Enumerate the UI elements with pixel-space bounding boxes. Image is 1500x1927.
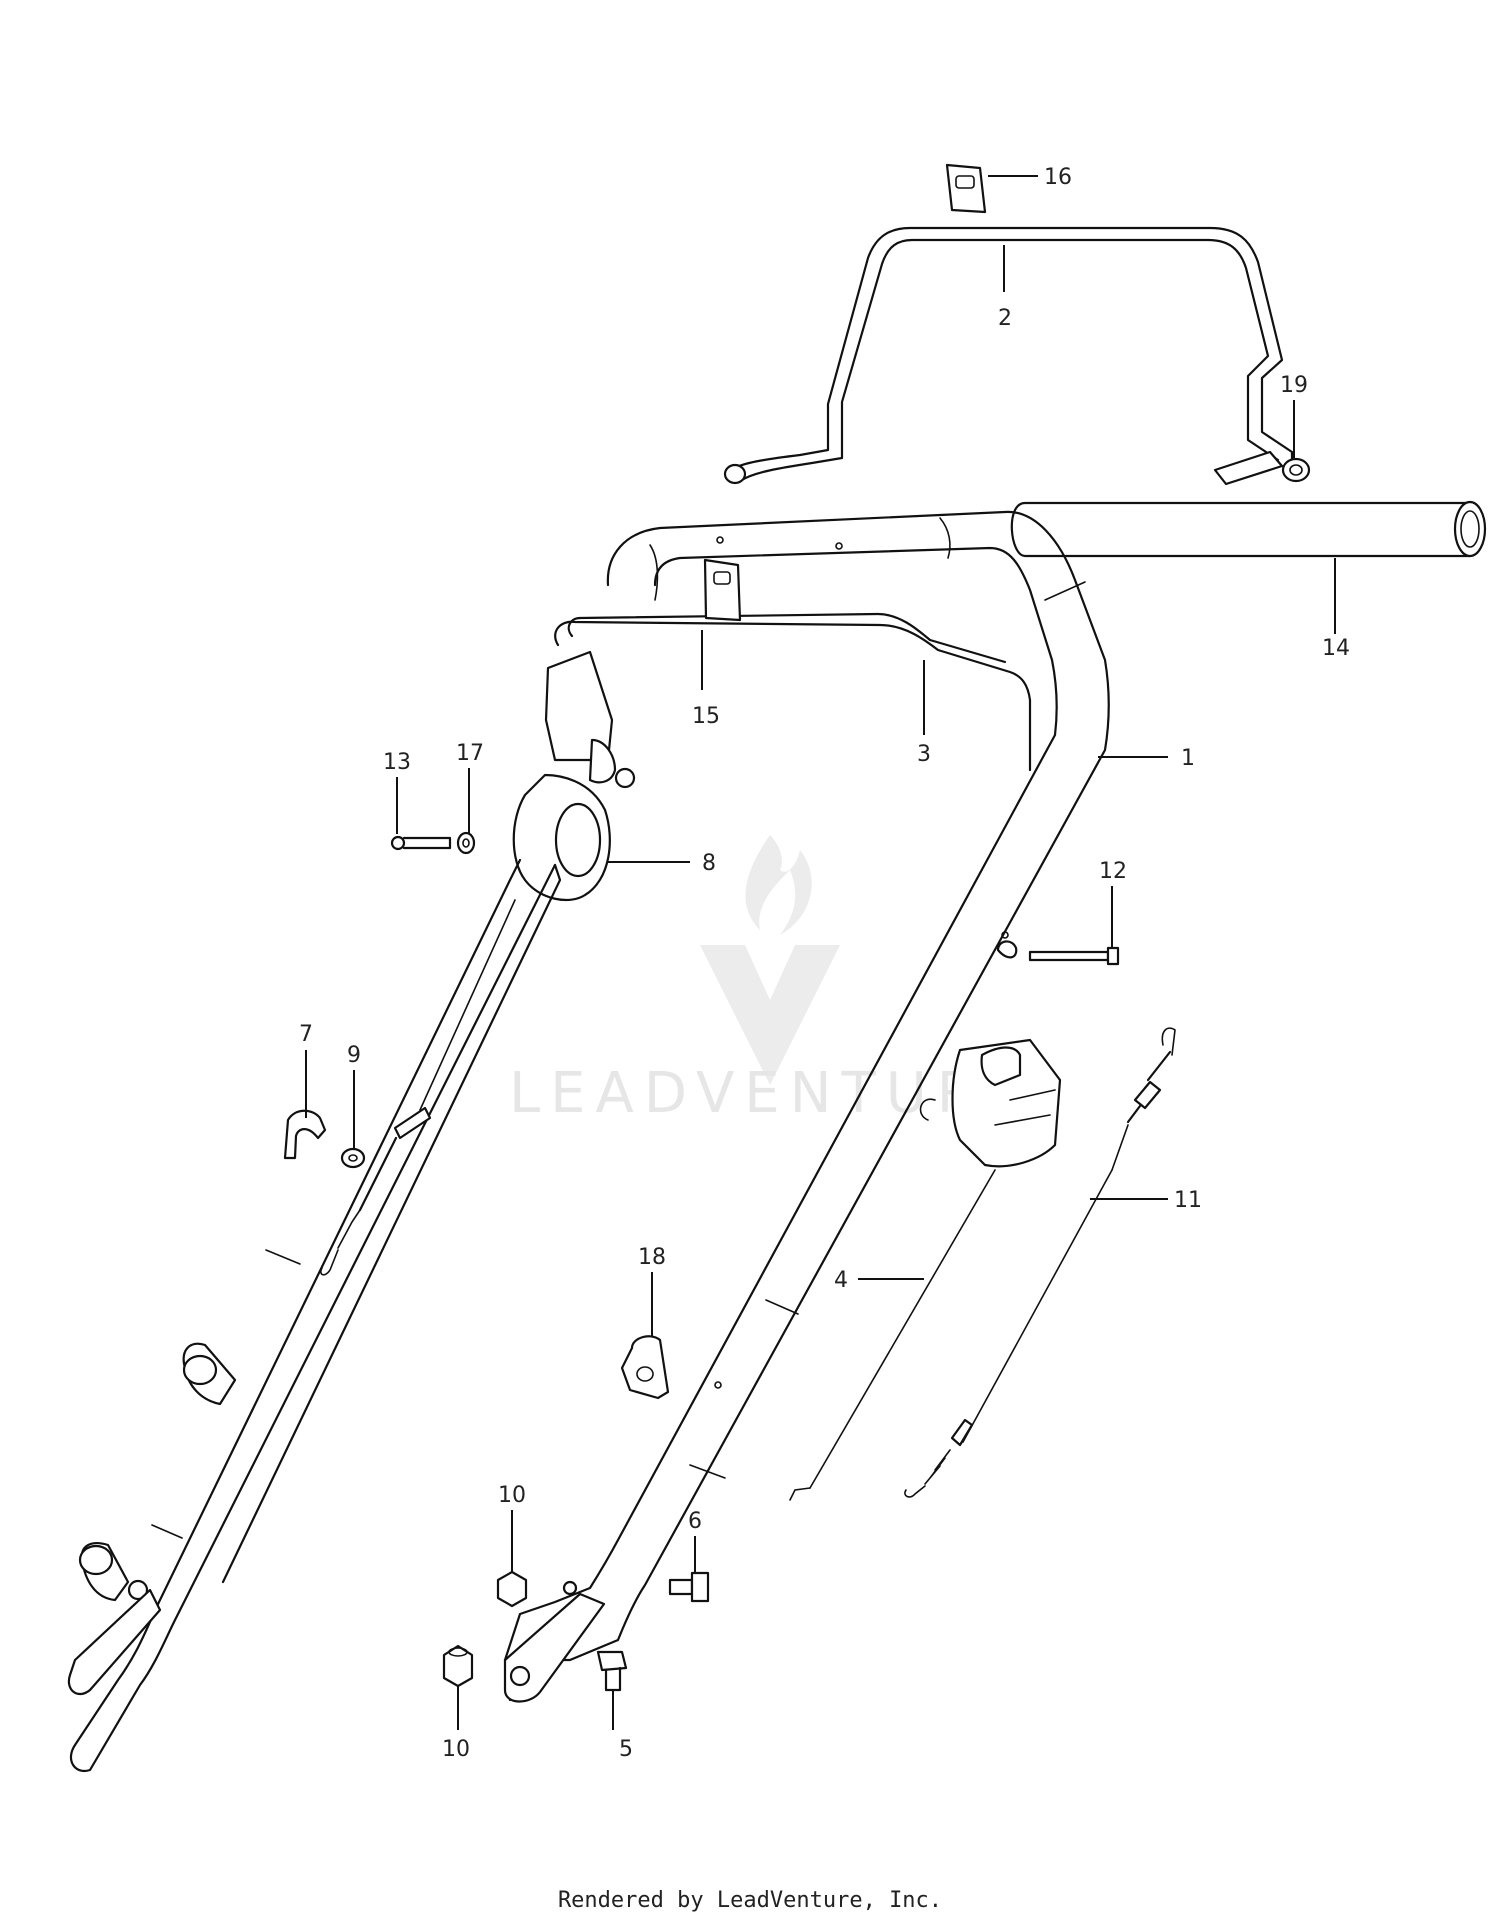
callout-11: 11 (1174, 1188, 1202, 1213)
callout-14: 14 (1322, 636, 1350, 661)
part-19-nut (1281, 457, 1311, 483)
part-7-cable-guide (283, 1109, 327, 1160)
watermark: LEADVENTURE (509, 835, 1031, 1126)
part-16-decal (945, 163, 987, 214)
watermark-flame-icon (745, 835, 812, 935)
callout-3: 3 (917, 742, 931, 767)
lower-left-handle (67, 858, 562, 1773)
part-10-nut-upper (496, 1570, 528, 1608)
callout-1: 1 (1181, 746, 1195, 771)
callout-10-lower: 10 (442, 1737, 470, 1762)
part-18-cable-clip (620, 1335, 670, 1400)
callout-13: 13 (383, 750, 411, 775)
callout-16: 16 (1044, 165, 1072, 190)
part-5-bolt (596, 1650, 628, 1692)
left-cable-spring (320, 899, 516, 1276)
callout-19: 19 (1280, 373, 1308, 398)
part-3-lower-bail (554, 612, 1032, 772)
part-10-nut-lower (442, 1644, 474, 1688)
part-2-control-bail (723, 226, 1294, 486)
callout-10-upper: 10 (498, 1483, 526, 1508)
part-4-control-box (789, 1038, 1062, 1501)
callout-labels: 1 2 3 4 5 6 7 8 9 10 10 11 12 13 14 15 1… (299, 165, 1350, 1762)
part-12-bolt (996, 940, 1120, 966)
part-17-clip (456, 831, 476, 855)
leader-lines (305, 175, 1336, 1730)
callout-2: 2 (998, 306, 1012, 331)
callout-9: 9 (347, 1043, 361, 1068)
callout-12: 12 (1099, 859, 1127, 884)
callout-6: 6 (688, 1509, 702, 1534)
callout-7: 7 (299, 1022, 313, 1047)
callout-4: 4 (834, 1268, 848, 1293)
part-11-cable (904, 1027, 1176, 1498)
watermark-text: LEADVENTURE (509, 1061, 1031, 1126)
callout-18: 18 (638, 1245, 666, 1270)
callout-15: 15 (692, 704, 720, 729)
part-8-pivot-bracket (512, 650, 636, 902)
part-1-upper-handle (503, 510, 1110, 1703)
part-14-grip-tube (1010, 500, 1487, 558)
callout-5: 5 (619, 1737, 633, 1762)
callout-17: 17 (456, 741, 484, 766)
watermark-v-icon (700, 945, 840, 1085)
part-9-nut (340, 1147, 366, 1169)
part-15-decal (703, 558, 742, 622)
part-13-pin (390, 835, 452, 851)
callout-8: 8 (702, 851, 716, 876)
footer-credit: Rendered by LeadVenture, Inc. (557, 1888, 943, 1913)
part-6-bolt (668, 1571, 710, 1603)
